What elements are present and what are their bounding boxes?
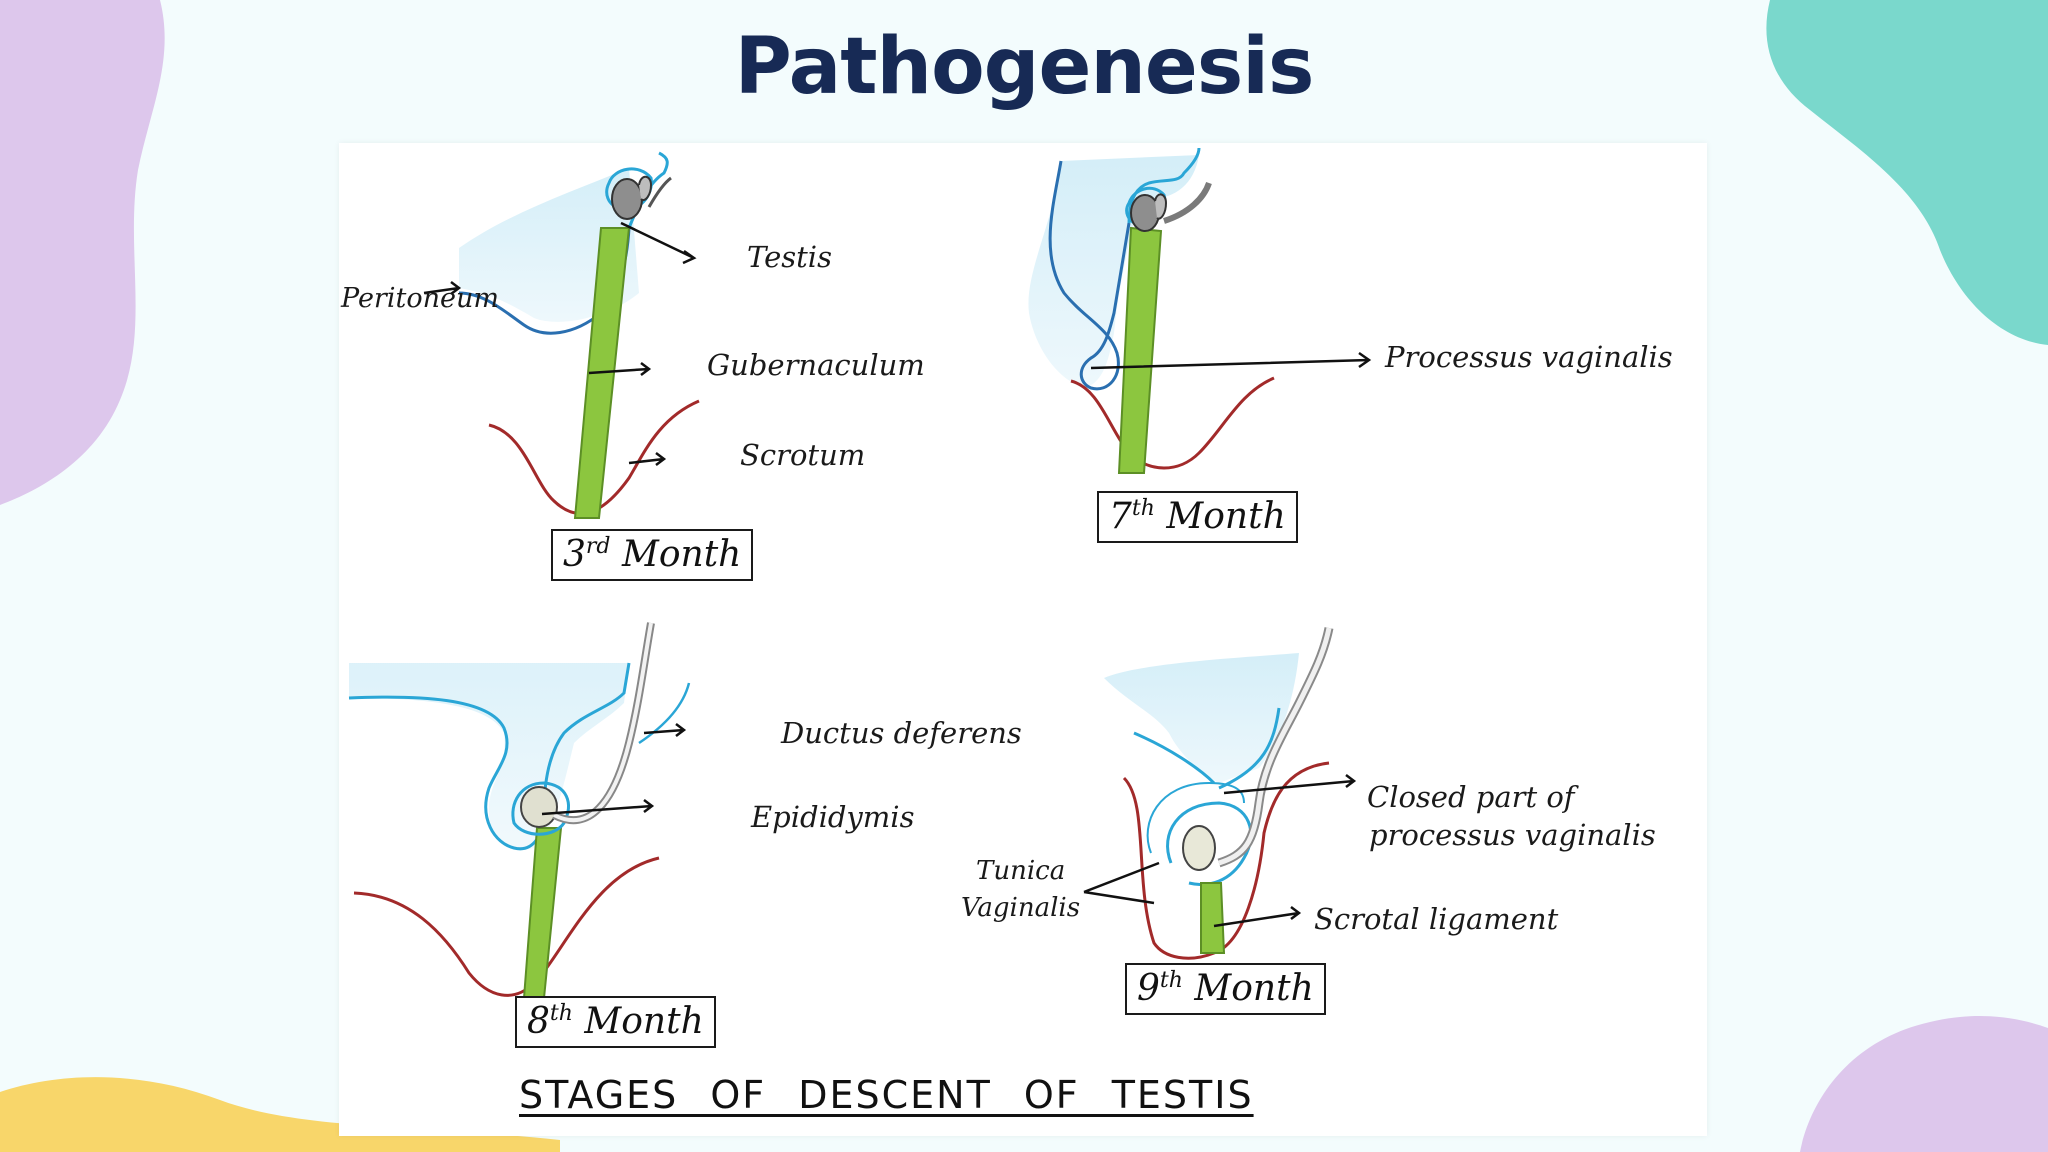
month-suffix-3rd: rd xyxy=(585,534,611,559)
month-word-9th: Month xyxy=(1194,968,1314,1009)
panel-7th-month-drawing xyxy=(1028,147,1372,474)
testis-8th xyxy=(520,786,558,828)
teal-blob-top-right xyxy=(1766,0,2048,345)
purple-blob-top-left xyxy=(0,0,165,505)
purple-blob-bottom-right xyxy=(1800,1015,2048,1152)
panel-3rd-month-drawing xyxy=(423,151,700,519)
label-tunica-line1: Tunica xyxy=(976,856,1066,886)
page-title: Pathogenesis xyxy=(734,22,1315,112)
month-number-3rd: 3 xyxy=(563,534,586,575)
panel-9th-month-drawing xyxy=(1083,627,1357,960)
scrotum-8th xyxy=(353,856,660,997)
label-testis: Testis xyxy=(747,240,832,274)
month-number-9th: 9 xyxy=(1137,968,1160,1009)
scrotum-7th xyxy=(1070,376,1275,470)
label-epididymis: Epididymis xyxy=(751,800,915,834)
label-scrotum: Scrotum xyxy=(740,438,866,472)
peritoneum-line-8th xyxy=(348,662,631,851)
label-closed-part-line2: processus vaginalis xyxy=(1369,818,1656,852)
month-box-3rd: 3rd Month xyxy=(551,529,754,581)
label-tunica-line2: Vaginalis xyxy=(961,893,1081,923)
testis-3rd xyxy=(611,178,643,220)
month-box-8th: 8th Month xyxy=(515,996,716,1048)
month-suffix-9th: th xyxy=(1159,968,1183,993)
testis-9th xyxy=(1182,825,1216,871)
label-ductus-deferens: Ductus deferens xyxy=(781,716,1022,750)
tunica-vaginalis-9th xyxy=(1166,801,1253,887)
peritoneum-cavity-8th xyxy=(349,663,629,850)
month-word-7th: Month xyxy=(1166,496,1286,537)
diagram-caption: STAGES OF DESCENT OF TESTIS xyxy=(519,1073,1254,1117)
month-number-8th: 8 xyxy=(527,1001,550,1042)
label-gubernaculum: Gubernaculum xyxy=(707,348,925,382)
descent-diagram-drawing xyxy=(348,147,1372,999)
panel-8th-month-drawing xyxy=(348,622,691,999)
gubernaculum-8th xyxy=(522,827,563,999)
peritoneum-cavity-7th xyxy=(1028,155,1199,388)
month-box-9th: 9th Month xyxy=(1125,963,1326,1015)
label-processus-vaginalis: Processus vaginalis xyxy=(1385,340,1673,374)
month-suffix-7th: th xyxy=(1131,496,1155,521)
month-word-8th: Month xyxy=(584,1001,704,1042)
peritoneum-cavity-9th xyxy=(1104,653,1299,783)
peritoneum-cavity-3rd xyxy=(459,168,639,322)
label-peritoneum: Peritoneum xyxy=(341,283,499,314)
month-suffix-8th: th xyxy=(549,1001,573,1026)
gubernaculum-7th xyxy=(1117,226,1163,474)
scrotal-ligament-9th xyxy=(1200,882,1226,954)
month-number-7th: 7 xyxy=(1109,496,1132,537)
diagram-sheet: Testis Peritoneum Gubernaculum Scrotum 3… xyxy=(339,143,1707,1136)
label-scrotal-ligament: Scrotal ligament xyxy=(1314,902,1559,936)
month-word-3rd: Month xyxy=(621,534,742,575)
label-closed-part-line1: Closed part of xyxy=(1367,780,1575,814)
month-box-7th: 7th Month xyxy=(1097,491,1298,543)
